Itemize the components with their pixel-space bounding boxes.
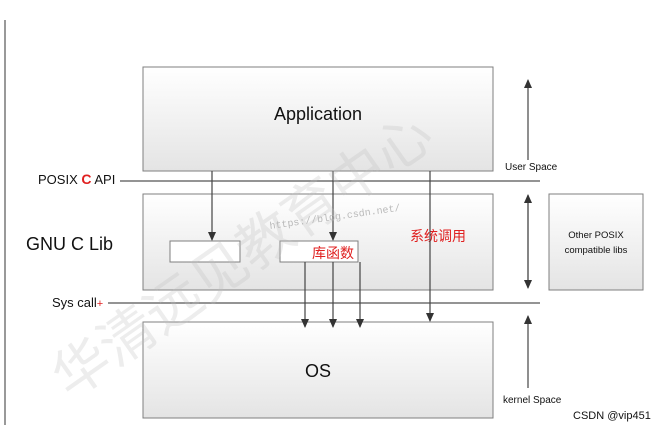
kernel-space-label: kernel Space [503, 395, 562, 406]
os-box [142, 321, 494, 419]
other-posix-line2: compatible libs [565, 245, 628, 256]
posix-api-label: POSIX C API [38, 171, 115, 187]
lib-box-right [279, 240, 359, 263]
syscall-text: Sys call [52, 295, 97, 310]
posix-api-prefix: POSIX [38, 172, 81, 187]
gnu-c-lib-label: GNU C Lib [26, 234, 113, 254]
posix-api-c: C [81, 171, 91, 187]
lib-box-left [169, 240, 241, 263]
syscall-cn-label: 系统调用 [410, 228, 466, 244]
syscall-plus: + [97, 298, 103, 310]
application-box [142, 66, 494, 172]
credit-label: CSDN @vip451 [573, 410, 651, 422]
posix-api-suffix: API [91, 172, 115, 187]
syscall-label: Sys call+ [52, 295, 103, 310]
os-label: OS [305, 361, 331, 381]
other-posix-box [548, 193, 644, 291]
user-space-label: User Space [505, 162, 558, 173]
other-posix-line1: Other POSIX [568, 230, 624, 241]
application-label: Application [274, 104, 362, 124]
libfunc-label: 库函数 [312, 245, 354, 261]
